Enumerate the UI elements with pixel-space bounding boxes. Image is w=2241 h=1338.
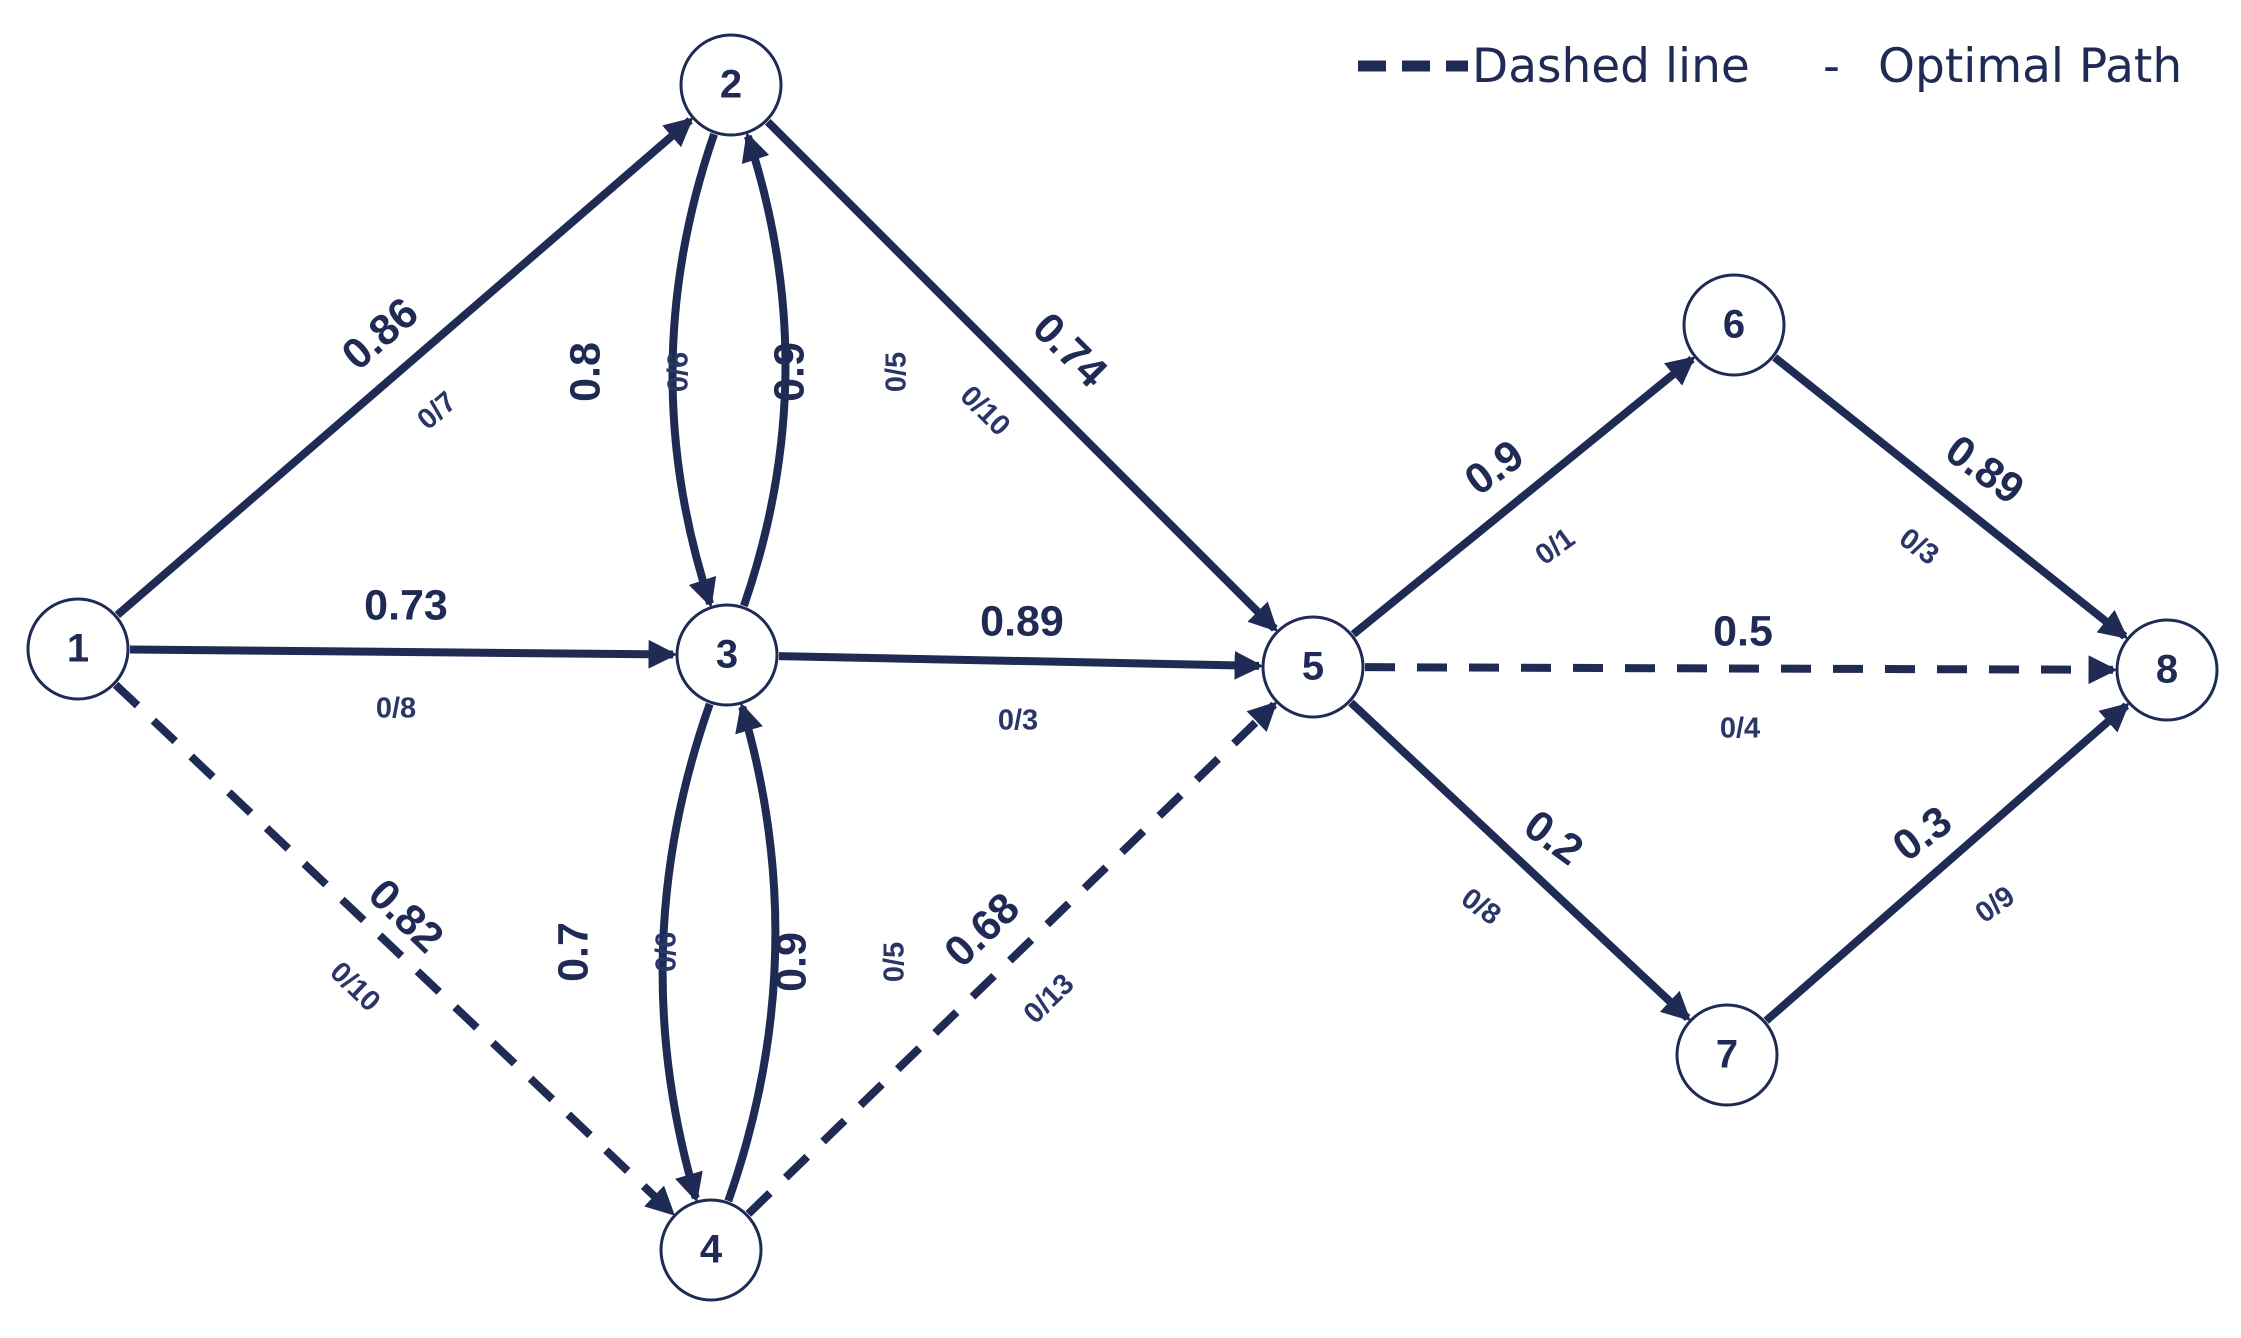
node-1-label: 1 (67, 627, 89, 671)
edge-1-to-4 (112, 681, 675, 1216)
edge-3-2-weight: 0.9 (765, 342, 813, 402)
node-2-circle (679, 33, 783, 137)
node-7: 7 (1675, 1003, 1779, 1107)
node-7-label: 7 (1716, 1033, 1738, 1077)
edge-6-to-8 (1772, 354, 2129, 640)
edge-4-3-weight: 0.9 (767, 932, 815, 992)
edge-5-8-flow: 0/4 (1720, 713, 1760, 745)
node-4: 4 (659, 1198, 763, 1302)
edge-2-3-flow: 0/6 (663, 352, 695, 392)
edge-1-4-flow: 0/10 (324, 956, 387, 1018)
node-2: 2 (679, 33, 783, 137)
nodes-layer: 1 2 3 4 5 6 7 8 (26, 33, 2219, 1302)
edge-2-to-5 (764, 118, 1278, 632)
edge-2-5-flow: 0/10 (954, 380, 1017, 443)
edge-5-to-8 (1364, 655, 2118, 685)
legend: Dashed line - Optimal Path (1358, 39, 2182, 94)
node-4-label: 4 (700, 1228, 723, 1272)
node-8-circle (2115, 618, 2219, 722)
edge-1-4-weight: 0.82 (359, 870, 453, 963)
edge-5-6-flow: 0/1 (1529, 522, 1580, 572)
node-8-label: 8 (2156, 648, 2178, 692)
edge-2-5-weight: 0.74 (1023, 304, 1116, 397)
edge-3-4-flow: 0/6 (651, 932, 683, 972)
edge-5-7-flow: 0/8 (1455, 882, 1506, 932)
legend-separator: - (1823, 39, 1840, 94)
edge-4-5-flow: 0/13 (1018, 968, 1081, 1030)
edge-4-5-weight: 0.68 (935, 884, 1029, 977)
edge-3-2-flow: 0/5 (881, 352, 913, 392)
edge-4-to-5 (745, 701, 1278, 1217)
node-6-circle (1682, 273, 1786, 377)
edge-6-8-flow: 0/3 (1893, 522, 1944, 572)
node-5-circle (1261, 615, 1365, 719)
edge-2-3-weight: 0.8 (561, 342, 609, 402)
edge-4-to-3 (724, 702, 780, 1203)
node-7-circle (1675, 1003, 1779, 1107)
edge-3-to-2 (740, 132, 790, 608)
edges-layer (112, 117, 2130, 1217)
node-1: 1 (26, 597, 130, 701)
node-5-label: 5 (1302, 645, 1324, 689)
node-1-circle (26, 597, 130, 701)
edge-1-2-flow: 0/7 (411, 386, 462, 437)
edge-1-to-3 (129, 639, 678, 669)
edge-7-8-flow: 0/9 (1969, 880, 2020, 930)
edge-1-3-weight: 0.73 (364, 581, 448, 629)
node-6: 6 (1682, 273, 1786, 377)
edge-3-4-weight: 0.7 (549, 922, 597, 982)
edge-4-3-flow: 0/5 (879, 942, 911, 982)
edge-3-to-4 (658, 702, 714, 1203)
edge-3-5-weight: 0.89 (980, 597, 1064, 645)
legend-dash-text: Dashed line (1472, 39, 1750, 94)
edge-1-to-2 (114, 117, 694, 619)
node-8: 8 (2115, 618, 2219, 722)
node-3: 3 (675, 603, 779, 707)
node-2-label: 2 (720, 63, 742, 107)
node-6-label: 6 (1723, 303, 1745, 347)
edge-7-to-8 (1763, 702, 2130, 1024)
edge-5-8-weight: 0.5 (1713, 607, 1773, 655)
node-4-circle (659, 1198, 763, 1302)
legend-meaning: Optimal Path (1878, 39, 2182, 94)
edge-1-3-flow: 0/8 (376, 693, 416, 725)
edge-2-to-3 (668, 132, 718, 608)
edge-5-to-6 (1350, 355, 1696, 638)
edge-5-to-7 (1348, 699, 1691, 1022)
edge-1-2-weight: 0.86 (333, 288, 428, 379)
node-3-circle (675, 603, 779, 707)
node-5: 5 (1261, 615, 1365, 719)
edge-3-to-5 (778, 650, 1264, 680)
node-3-label: 3 (716, 633, 738, 677)
edge-3-5-flow: 0/3 (998, 705, 1038, 737)
